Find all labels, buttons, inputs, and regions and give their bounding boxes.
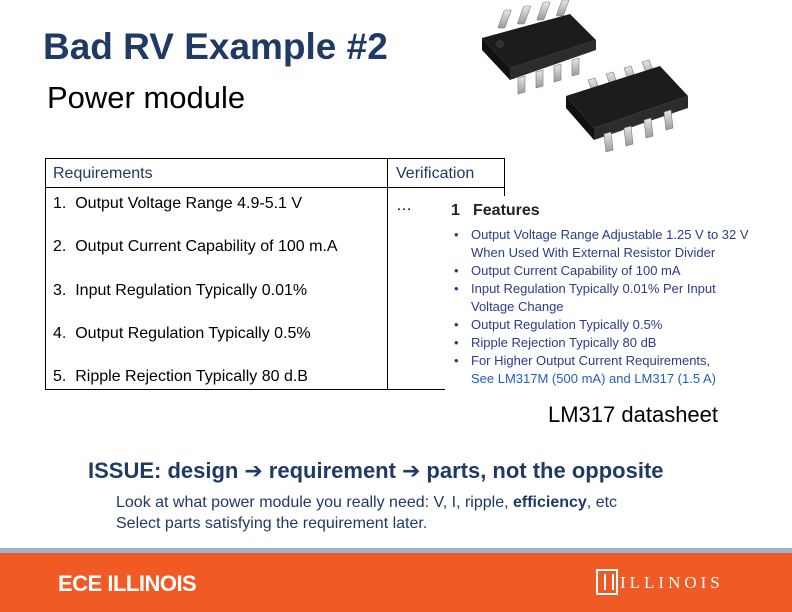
footer-rule: [0, 548, 792, 553]
slide-title: Bad RV Example #2: [43, 26, 388, 67]
table-header-divider: [46, 187, 504, 188]
requirement-item: 1. Output Voltage Range 4.9-5.1 V: [53, 195, 303, 212]
features-list: •Output Voltage Range Adjustable 1.25 V …: [451, 226, 749, 388]
feature-item: •Output Voltage Range Adjustable 1.25 V …: [454, 227, 749, 260]
illinois-wordmark: ILLINOIS: [620, 573, 724, 592]
requirement-item: 3. Input Regulation Typically 0.01%: [53, 282, 308, 299]
right-arrow-icon: ➔: [401, 458, 421, 483]
feature-item: •Ripple Rejection Typically 80 dB: [454, 335, 657, 350]
table-column-divider: [387, 159, 388, 389]
block-i-icon: [596, 569, 618, 595]
slide-subtitle: Power module: [47, 80, 246, 115]
verification-header: Verification: [396, 165, 475, 182]
footer-bar: ECE ILLINOIS ILLINOIS: [0, 553, 792, 612]
feature-item: •Input Regulation Typically 0.01% Per In…: [454, 281, 716, 314]
note-line-1: Look at what power module you really nee…: [116, 494, 618, 511]
feature-item: •Output Current Capability of 100 mA: [454, 263, 681, 278]
note-line-2: Select parts satisfying the requirement …: [116, 515, 428, 532]
requirement-item: 5. Ripple Rejection Typically 80 d.B: [53, 368, 308, 385]
datasheet-caption: LM317 datasheet: [548, 402, 719, 427]
issue-statement: ISSUE: design➔requirement➔parts, not the…: [88, 458, 664, 483]
feature-item: •Output Regulation Typically 0.5%: [454, 317, 663, 332]
requirement-item: 4. Output Regulation Typically 0.5%: [53, 325, 311, 342]
feature-item: •For Higher Output Current Requirements,…: [454, 353, 716, 386]
right-arrow-icon: ➔: [244, 458, 263, 483]
ic-chip-image: [482, 0, 688, 152]
ece-illinois-logo: ECE ILLINOIS: [58, 571, 197, 596]
requirements-table: Requirements Verification … 1. Output Vo…: [45, 158, 505, 390]
requirements-header: Requirements: [53, 165, 153, 182]
requirement-item: 2. Output Current Capability of 100 m.A: [53, 238, 338, 255]
verification-cell: …: [396, 197, 412, 214]
